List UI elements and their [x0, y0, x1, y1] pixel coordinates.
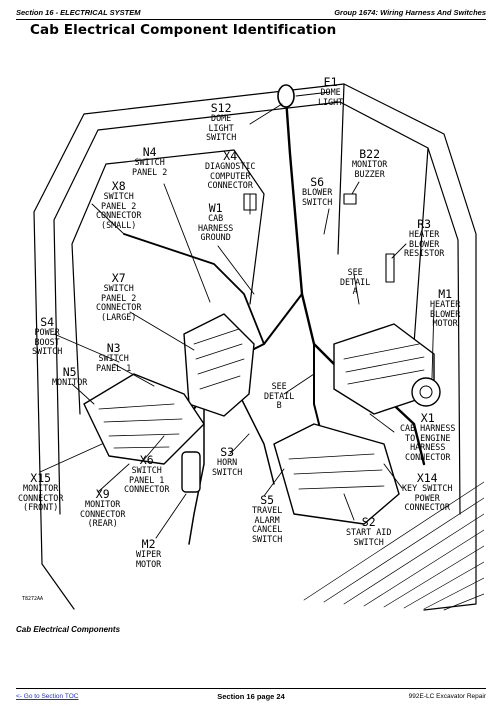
monitor-console [83, 373, 205, 465]
cab-rear-pillar [337, 83, 429, 345]
blower-motor [411, 377, 441, 407]
cab-wiring-diagram [33, 83, 484, 611]
cab-window-frame [71, 149, 265, 415]
product-name: 992E-LC Excavator Repair [408, 693, 486, 700]
cab-frame-outline [33, 83, 477, 611]
harness-branch-panel2 [123, 233, 265, 345]
figure-reference: T8272AA [22, 596, 44, 602]
buzzer [343, 193, 357, 205]
page-title: Cab Electrical Component Identification [30, 22, 337, 38]
label-see-detail-b: SEE DETAIL B [264, 381, 295, 411]
figure-caption: Cab Electrical Components [16, 625, 121, 634]
cab-frame-inner [53, 101, 461, 515]
label-see-detail-a: SEE DETAIL A [340, 267, 371, 297]
dome-light [277, 84, 295, 108]
floor-hatching [303, 481, 484, 611]
right-console [273, 423, 400, 525]
switch-panel-2-console [183, 313, 255, 417]
footer-rule [16, 688, 486, 689]
wiper-motor [181, 451, 201, 493]
section-toc-link[interactable]: <- Go to Section TOC [16, 693, 79, 700]
page-number: Section 16 page 24 [217, 692, 285, 701]
group-label: Group 1674: Wiring Harness And Switches [334, 8, 486, 17]
heater-resistor [385, 253, 395, 283]
page-header: Section 16 - ELECTRICAL SYSTEM Group 167… [16, 6, 486, 20]
page-footer: <- Go to Section TOC Section 16 page 24 … [16, 690, 486, 704]
section-label: Section 16 - ELECTRICAL SYSTEM [16, 8, 141, 17]
header-rule [16, 19, 486, 20]
